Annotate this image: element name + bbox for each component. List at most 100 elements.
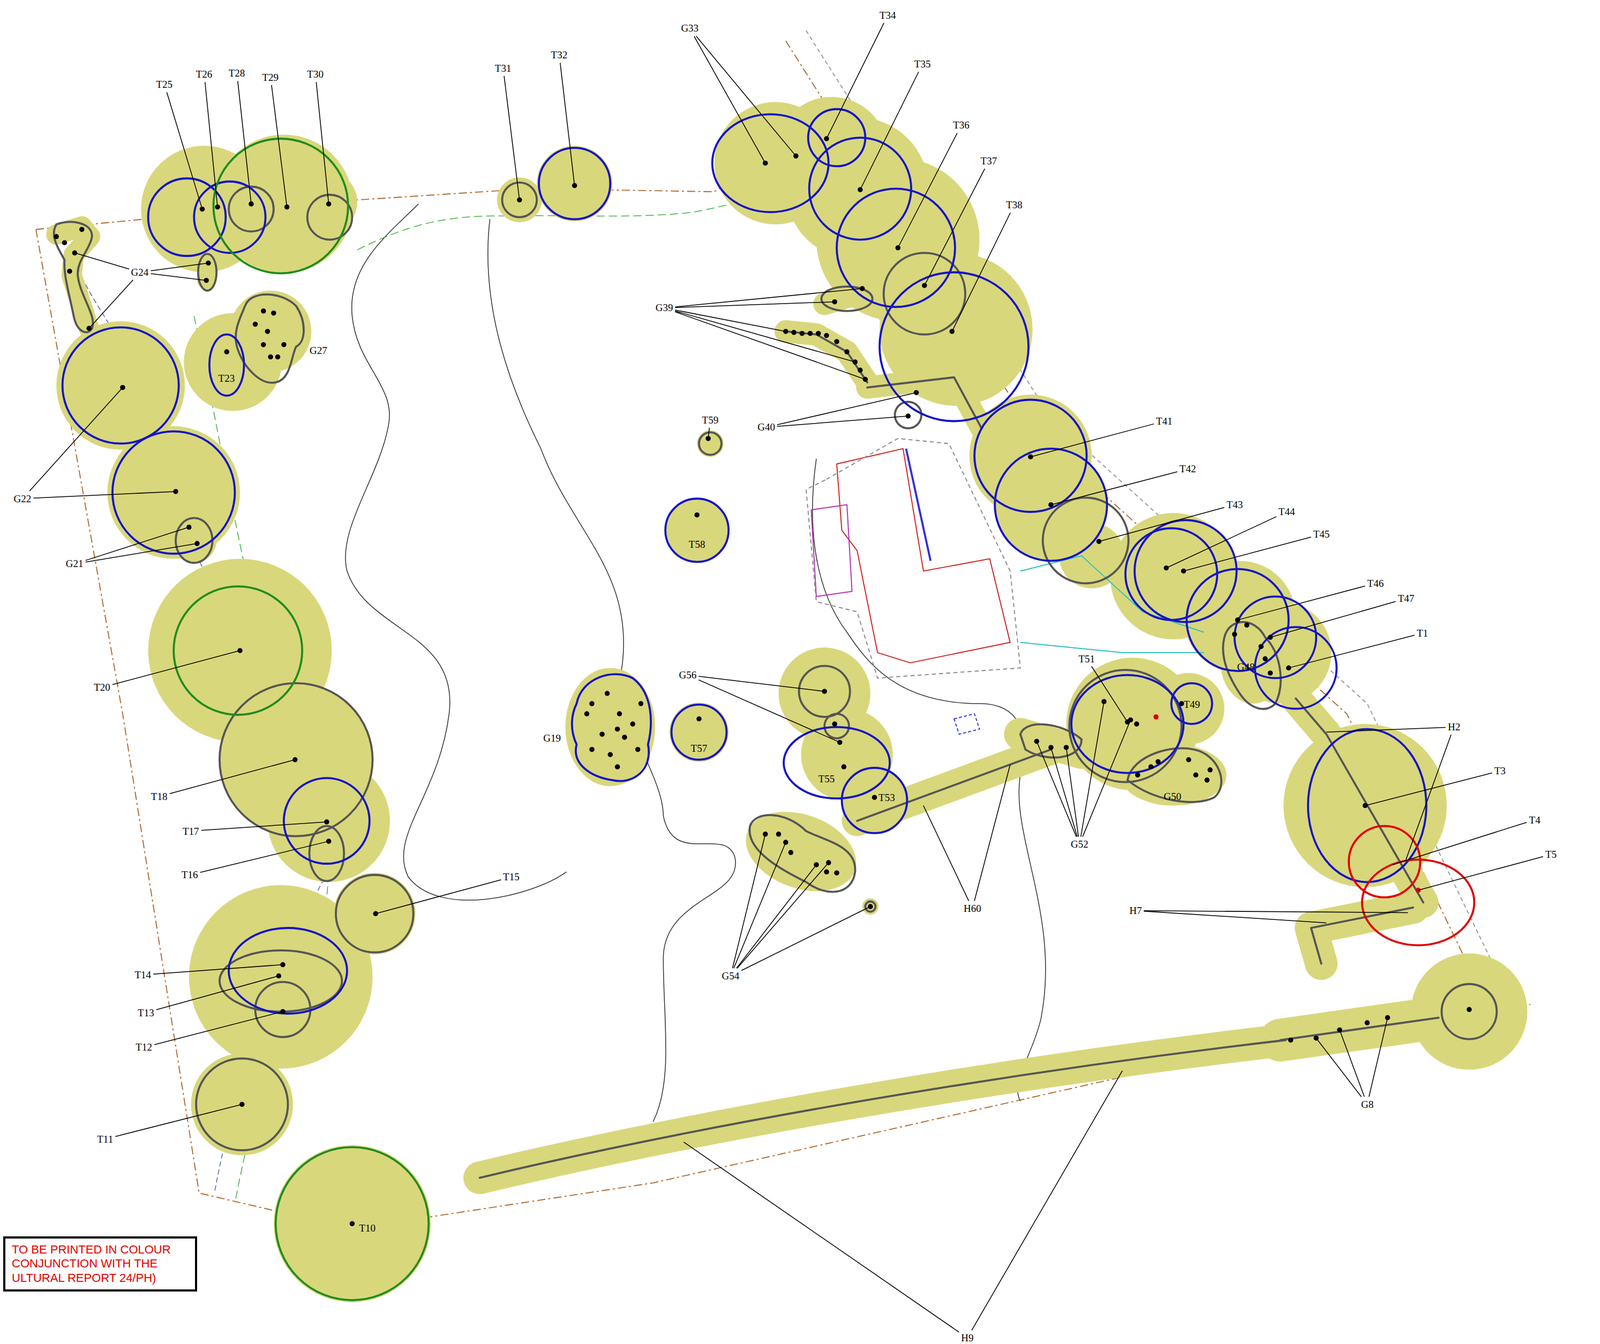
canopy-outline-grey bbox=[1127, 748, 1222, 802]
tree-position bbox=[53, 234, 59, 240]
root-protection-area bbox=[1220, 618, 1286, 704]
canopy-outline-grey bbox=[228, 186, 274, 232]
house-outline bbox=[1020, 556, 1205, 653]
tree-position bbox=[1148, 764, 1154, 770]
leader-line bbox=[1270, 601, 1396, 638]
callout-number: T57 bbox=[690, 743, 708, 755]
callout-number: T49 bbox=[1183, 699, 1201, 711]
leader-line bbox=[504, 76, 520, 200]
tree-position bbox=[844, 349, 850, 355]
canopy-outline-grey bbox=[175, 517, 213, 563]
tree-position bbox=[694, 512, 700, 518]
callout-number: T23 bbox=[218, 372, 236, 385]
tree-position bbox=[599, 731, 605, 738]
tree-position bbox=[1364, 1020, 1371, 1026]
leader-line bbox=[737, 862, 829, 969]
leader-line bbox=[151, 273, 207, 281]
canopy-outline-blue bbox=[712, 114, 829, 213]
callout-number: T35 bbox=[914, 58, 931, 71]
callout-number: T41 bbox=[1155, 415, 1173, 427]
callout-number: G48 bbox=[1237, 661, 1256, 673]
callout-number: G33 bbox=[680, 23, 699, 35]
tree-position bbox=[260, 308, 267, 314]
canopy-outline-blue bbox=[1308, 729, 1427, 883]
canopy-outline-blue bbox=[62, 109, 1427, 1014]
leader-line bbox=[115, 1104, 242, 1137]
tree-position bbox=[1193, 772, 1199, 779]
root-protection-area bbox=[273, 1145, 431, 1303]
canopy-outline-green bbox=[173, 586, 303, 716]
tree-position bbox=[252, 321, 259, 328]
leader-line bbox=[741, 906, 871, 971]
callout-number: H2 bbox=[1447, 722, 1461, 734]
leader-line bbox=[33, 491, 176, 499]
note-box: TO BE PRINTED IN COLOUR CONJUNCTION WITH… bbox=[3, 1236, 198, 1292]
hedge-outline bbox=[1280, 1018, 1439, 1041]
leader-line bbox=[971, 1071, 1123, 1332]
canopy-outline-blue bbox=[283, 778, 370, 865]
leader-line bbox=[951, 212, 1011, 332]
tree-position bbox=[1232, 632, 1238, 638]
leader-line bbox=[674, 311, 866, 380]
leader-line bbox=[826, 23, 884, 139]
canopy-outline-grey bbox=[335, 875, 414, 953]
callout-number: G22 bbox=[13, 493, 32, 505]
tree-position bbox=[1288, 1038, 1294, 1044]
callout-number: G52 bbox=[1070, 839, 1089, 851]
callout-number: T15 bbox=[502, 872, 520, 884]
canopy-outline-red bbox=[1348, 826, 1421, 898]
canopy-outline-grey bbox=[309, 826, 344, 882]
tree-position bbox=[1133, 721, 1140, 727]
tree-position bbox=[1207, 767, 1213, 773]
tree-position bbox=[834, 870, 840, 876]
leader-line bbox=[316, 81, 329, 205]
callout-number: G24 bbox=[131, 266, 149, 279]
leader-line bbox=[923, 805, 969, 901]
tree-position bbox=[1178, 701, 1185, 707]
canopy-outline-grey bbox=[307, 194, 353, 240]
leader-line bbox=[1143, 911, 1408, 914]
contour-line bbox=[345, 204, 1046, 1123]
callout-number: G54 bbox=[722, 971, 740, 983]
canopy-outline-blue bbox=[572, 674, 651, 782]
callout-number: T31 bbox=[494, 62, 512, 74]
canopy-outline-blue bbox=[783, 727, 890, 799]
callout-number: G56 bbox=[679, 670, 697, 682]
tree-position bbox=[807, 331, 814, 337]
callout-number: T12 bbox=[135, 1042, 153, 1054]
hedge-band bbox=[206, 263, 209, 281]
root-protection-area bbox=[665, 498, 729, 562]
tree-position bbox=[373, 911, 379, 918]
leader-line bbox=[1091, 666, 1128, 723]
leader-line bbox=[1237, 586, 1365, 620]
leader-line bbox=[560, 62, 575, 186]
leader-line bbox=[708, 427, 710, 439]
callout-number: T25 bbox=[155, 79, 173, 91]
canopy-outline-grey bbox=[1042, 497, 1129, 584]
leader-line bbox=[1143, 911, 1327, 924]
callout-number: G50 bbox=[1163, 791, 1182, 803]
canopy-outline-blue bbox=[974, 400, 1087, 513]
callout-number: T32 bbox=[551, 49, 568, 61]
leader-line bbox=[1080, 701, 1104, 837]
root-protection-area bbox=[696, 430, 724, 458]
callout-number: G40 bbox=[757, 422, 776, 434]
callout-number: T37 bbox=[980, 155, 998, 168]
canopy-outline-blue bbox=[62, 327, 179, 444]
tree-position bbox=[788, 850, 794, 856]
tree-position bbox=[1466, 1007, 1472, 1013]
tree-position bbox=[1163, 565, 1169, 572]
canopy-outline-green bbox=[275, 1147, 430, 1301]
canopy-outline-grey bbox=[1441, 984, 1497, 1040]
leader-line bbox=[1030, 424, 1154, 458]
callout-number: T51 bbox=[1078, 653, 1095, 665]
leader-line bbox=[1418, 857, 1544, 891]
tree-position bbox=[614, 764, 621, 770]
callout-number: T36 bbox=[952, 119, 970, 132]
leader-line bbox=[1288, 635, 1415, 668]
tree-position bbox=[638, 701, 644, 707]
callout-number: T29 bbox=[262, 71, 280, 84]
tree-position bbox=[834, 339, 840, 345]
leader-line bbox=[156, 976, 279, 1011]
leader-line bbox=[154, 1011, 283, 1046]
